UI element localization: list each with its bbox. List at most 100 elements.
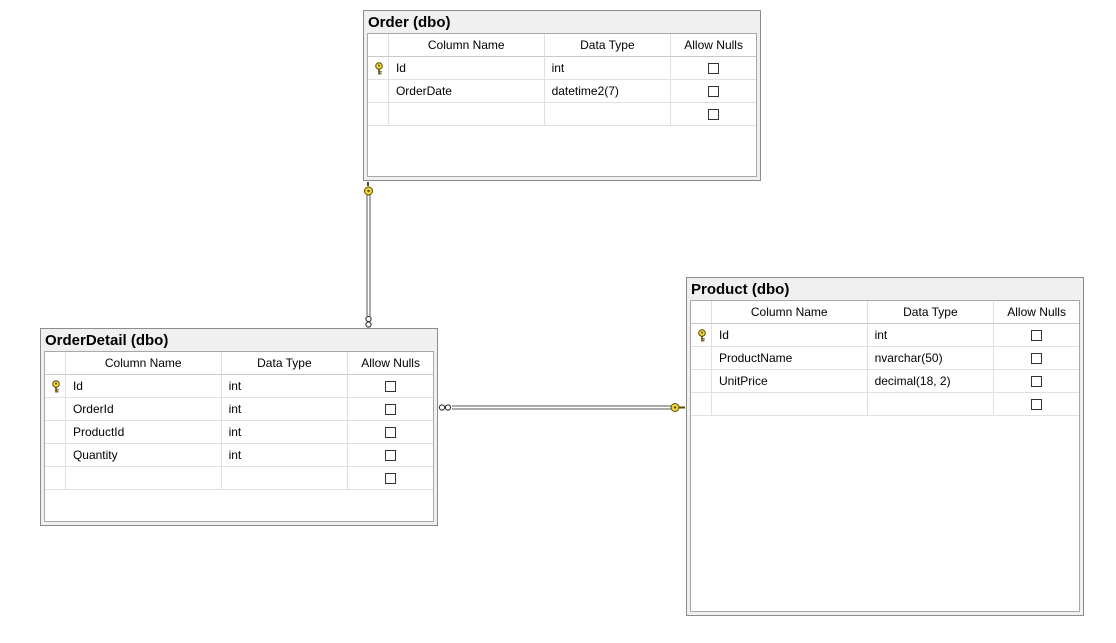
many-end-infinity-icon bbox=[365, 315, 372, 328]
relationship-product-orderdetail[interactable] bbox=[438, 403, 685, 412]
row-selector[interactable] bbox=[691, 324, 712, 347]
column-name-cell[interactable] bbox=[711, 393, 868, 416]
table-title[interactable]: Product (dbo) bbox=[691, 281, 790, 298]
allow-nulls-cell bbox=[994, 324, 1079, 347]
column-name-cell[interactable]: ProductName bbox=[711, 347, 868, 370]
grid-header: Column Name Data Type Allow Nulls bbox=[691, 301, 1079, 324]
allow-nulls-checkbox[interactable] bbox=[1031, 329, 1043, 341]
allow-nulls-checkbox[interactable] bbox=[385, 449, 397, 461]
data-type-cell[interactable]: nvarchar(50) bbox=[867, 347, 995, 370]
table-orderdetail[interactable]: OrderDetail (dbo) Column Name Data Type … bbox=[40, 328, 438, 526]
allow-nulls-header[interactable]: Allow Nulls bbox=[671, 34, 756, 57]
column-name-cell[interactable]: Id bbox=[65, 375, 222, 398]
allow-nulls-cell bbox=[671, 57, 756, 80]
column-name-cell[interactable]: ProductId bbox=[65, 421, 222, 444]
data-type-header[interactable]: Data Type bbox=[221, 352, 349, 375]
row-selector-header bbox=[691, 301, 712, 324]
data-type-cell[interactable]: int bbox=[221, 421, 349, 444]
row-selector[interactable] bbox=[45, 375, 66, 398]
many-end-infinity-icon bbox=[438, 404, 452, 411]
allow-nulls-cell bbox=[348, 421, 433, 444]
table-product[interactable]: Product (dbo) Column Name Data Type Allo… bbox=[686, 277, 1084, 616]
allow-nulls-cell bbox=[994, 393, 1079, 416]
allow-nulls-checkbox[interactable] bbox=[1031, 398, 1043, 410]
data-type-cell[interactable]: decimal(18, 2) bbox=[867, 370, 995, 393]
relationship-order-orderdetail[interactable] bbox=[364, 182, 373, 328]
data-type-header[interactable]: Data Type bbox=[544, 34, 672, 57]
table-title[interactable]: OrderDetail (dbo) bbox=[45, 332, 169, 349]
allow-nulls-cell bbox=[994, 347, 1079, 370]
allow-nulls-checkbox[interactable] bbox=[385, 472, 397, 484]
row-selector[interactable] bbox=[368, 103, 389, 126]
allow-nulls-cell bbox=[348, 398, 433, 421]
data-type-cell[interactable] bbox=[867, 393, 995, 416]
data-type-cell[interactable]: int bbox=[221, 375, 349, 398]
data-type-cell[interactable]: datetime2(7) bbox=[544, 80, 672, 103]
column-name-cell[interactable]: Id bbox=[388, 57, 545, 80]
row-selector[interactable] bbox=[368, 80, 389, 103]
column-name-cell[interactable]: UnitPrice bbox=[711, 370, 868, 393]
allow-nulls-checkbox[interactable] bbox=[1031, 375, 1043, 387]
column-name-header[interactable]: Column Name bbox=[711, 301, 868, 324]
data-type-cell[interactable] bbox=[544, 103, 672, 126]
allow-nulls-header[interactable]: Allow Nulls bbox=[348, 352, 433, 375]
allow-nulls-checkbox[interactable] bbox=[385, 426, 397, 438]
allow-nulls-cell bbox=[348, 444, 433, 467]
data-type-cell[interactable]: int bbox=[867, 324, 995, 347]
primary-key-icon bbox=[375, 62, 383, 75]
data-type-cell[interactable]: int bbox=[544, 57, 672, 80]
allow-nulls-cell bbox=[348, 467, 433, 490]
table-title[interactable]: Order (dbo) bbox=[368, 14, 451, 31]
pk-end-key-icon bbox=[364, 182, 373, 196]
column-name-header[interactable]: Column Name bbox=[388, 34, 545, 57]
data-type-cell[interactable] bbox=[221, 467, 349, 490]
allow-nulls-header[interactable]: Allow Nulls bbox=[994, 301, 1079, 324]
column-name-cell[interactable] bbox=[65, 467, 222, 490]
allow-nulls-checkbox[interactable] bbox=[1031, 352, 1043, 364]
column-name-cell[interactable]: OrderId bbox=[65, 398, 222, 421]
row-selector[interactable] bbox=[691, 347, 712, 370]
data-type-cell[interactable]: int bbox=[221, 398, 349, 421]
grid-header: Column Name Data Type Allow Nulls bbox=[45, 352, 433, 375]
primary-key-icon bbox=[52, 380, 60, 393]
column-name-cell[interactable] bbox=[388, 103, 545, 126]
row-selector[interactable] bbox=[45, 421, 66, 444]
allow-nulls-cell bbox=[348, 375, 433, 398]
column-row[interactable] bbox=[691, 393, 1079, 416]
column-name-cell[interactable]: Quantity bbox=[65, 444, 222, 467]
row-selector[interactable] bbox=[691, 370, 712, 393]
column-row[interactable] bbox=[45, 467, 433, 490]
data-type-header[interactable]: Data Type bbox=[867, 301, 995, 324]
allow-nulls-checkbox[interactable] bbox=[385, 403, 397, 415]
column-row[interactable] bbox=[368, 103, 756, 126]
allow-nulls-checkbox[interactable] bbox=[708, 62, 720, 74]
grid-header: Column Name Data Type Allow Nulls bbox=[368, 34, 756, 57]
allow-nulls-checkbox[interactable] bbox=[708, 85, 720, 97]
row-selector[interactable] bbox=[45, 398, 66, 421]
data-type-cell[interactable]: int bbox=[221, 444, 349, 467]
column-name-cell[interactable]: OrderDate bbox=[388, 80, 545, 103]
row-selector[interactable] bbox=[45, 444, 66, 467]
allow-nulls-checkbox[interactable] bbox=[708, 108, 720, 120]
allow-nulls-checkbox[interactable] bbox=[385, 380, 397, 392]
row-selector[interactable] bbox=[45, 467, 66, 490]
column-name-cell[interactable]: Id bbox=[711, 324, 868, 347]
table-order[interactable]: Order (dbo) Column Name Data Type Allow … bbox=[363, 10, 761, 181]
row-selector[interactable] bbox=[368, 57, 389, 80]
row-selector[interactable] bbox=[691, 393, 712, 416]
column-name-header[interactable]: Column Name bbox=[65, 352, 222, 375]
allow-nulls-cell bbox=[671, 103, 756, 126]
row-selector-header bbox=[45, 352, 66, 375]
